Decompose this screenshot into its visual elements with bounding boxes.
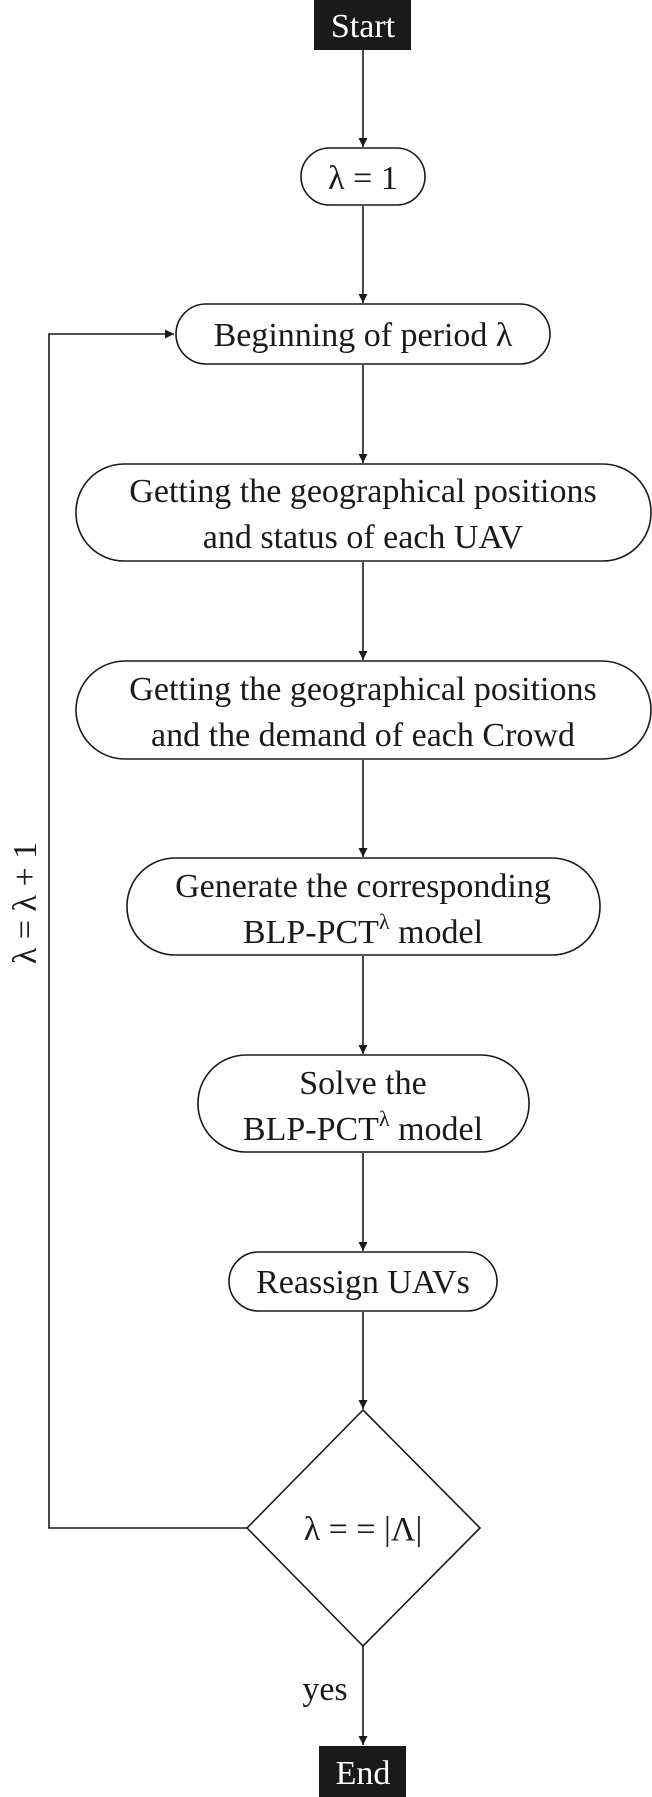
- period-node: [175, 303, 551, 365]
- init-node: [300, 147, 426, 206]
- loop-back-arrow: [48, 329, 247, 1529]
- reassign-label: Reassign UAVs: [256, 1264, 470, 1301]
- init-label: λ = 1: [328, 160, 398, 197]
- generate-line-2: BLP-PCTλ model: [243, 909, 483, 951]
- get-uav-node: [75, 463, 652, 562]
- decision-label: λ = = |Λ|: [304, 1511, 423, 1548]
- start-terminal: [314, 0, 411, 50]
- get-crowd-line-2: and the demand of each Crowd: [151, 717, 575, 754]
- end-label: End: [336, 1755, 391, 1792]
- yes-label: yes: [302, 1671, 347, 1708]
- solve-line-2: BLP-PCTλ model: [243, 1106, 483, 1148]
- decision-diamond: [245, 1408, 482, 1648]
- end-terminal: [319, 1746, 406, 1797]
- get-crowd-line-1: Getting the geographical positions: [129, 671, 596, 708]
- period-label: Beginning of period λ: [214, 317, 513, 354]
- solve-line-1: Solve the: [299, 1065, 426, 1102]
- get-uav-line-2: and status of each UAV: [203, 519, 524, 556]
- generate-line-1: Generate the corresponding: [175, 868, 551, 905]
- generate-node: [126, 857, 601, 956]
- solve-node: [197, 1054, 530, 1153]
- loop-label: λ = λ + 1: [7, 842, 44, 964]
- get-uav-line-1: Getting the geographical positions: [129, 473, 596, 510]
- get-crowd-node: [75, 660, 652, 760]
- start-label: Start: [331, 8, 396, 45]
- reassign-node: [228, 1251, 498, 1312]
